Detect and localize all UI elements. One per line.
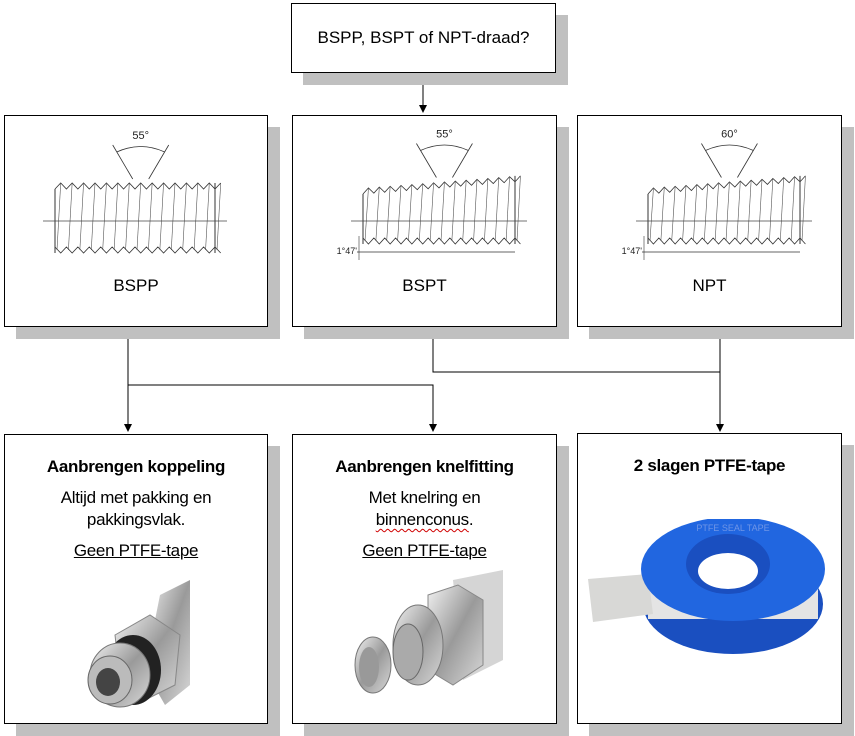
angle-leg [452,143,473,178]
thread-flank [386,186,391,242]
thread-flank [660,187,665,242]
angle-leg [416,143,437,178]
angle-arc [705,144,754,151]
tape-brand-text: PTFE SEAL TAPE [696,523,769,533]
coupling-photo [87,580,190,708]
thread-crest-top [54,182,222,190]
outcome-box-ptfe-tape: 2 slagen PTFE-tape PTFE SEAL TAPE [577,433,842,724]
thread-flank [148,182,153,251]
outcome-note: Geen PTFE-tape [73,541,199,560]
thread-flank [375,187,380,242]
connector-bspp [127,326,437,432]
thread-flank [494,177,500,242]
thread-flank [725,181,730,242]
ptfe-tape-roll-photo: PTFE SEAL TAPE [588,519,825,654]
angle-label: 55° [132,130,149,142]
thread-flank [440,181,445,242]
thread-crest-top [647,175,806,195]
outcome-text: Met knelring en [368,488,481,507]
thread-flank [397,185,402,242]
thread-flank [418,183,424,242]
thread-flank [408,184,413,242]
thread-flank [216,182,222,251]
thread-flank [182,182,187,251]
bspp-thread-drawing: 55° [43,130,227,254]
thread-box-npt: 60° 1°47' NPT [577,115,842,327]
outcome-title: Aanbrengen koppeling [46,457,226,476]
thread-flank [113,182,119,251]
thread-label: BSPT [402,276,447,295]
outcome-title: 2 slagen PTFE-tape [633,456,786,475]
thread-flank [170,182,176,251]
thread-box-bspp: 55° BSPP [4,115,268,327]
outcome-text: Altijd met pakking en [60,488,212,507]
thread-crest-bottom [54,246,222,254]
thread-flank [779,177,785,242]
angle-leg [148,144,170,180]
thread-flank [205,182,210,251]
thread-flank [693,184,698,242]
thread-flank [473,179,478,242]
thread-flank [747,180,752,242]
thread-crest-bottom [362,237,521,245]
angle-leg [701,143,722,178]
angle-arc [420,144,469,151]
angle-leg [737,143,758,178]
thread-flank [703,183,709,242]
thread-flank [193,182,199,251]
thread-box-bspt: 55° 1°47' BSPT [292,115,557,327]
thread-flank [790,176,795,242]
thread-flank [68,182,73,251]
outcome-description: Altijd met pakking en pakkingsvlak. [5,487,267,531]
outcome-description: Met knelring en binnenconus. [293,487,556,531]
thread-label: NPT [692,276,727,295]
thread-flank [505,176,510,242]
punctuation: . [468,510,474,529]
angle-arc [116,146,165,153]
thread-flank [462,180,467,242]
question-box: BSPP, BSPT of NPT-draad? [291,3,556,73]
thread-flank [102,182,107,251]
thread-flank [769,178,774,242]
outcome-text: pakkingsvlak. [86,510,186,529]
thread-flank [516,175,521,242]
compression-fitting-photo [354,570,503,694]
thread-flank [736,181,741,242]
angle-leg [112,144,134,180]
thread-flank [364,187,369,242]
thread-flank [125,182,130,251]
thread-flank [429,182,434,242]
thread-crest-bottom [647,237,806,245]
thread-label: BSPP [113,276,159,295]
thread-flank [159,182,164,251]
npt-thread-drawing: 60° 1°47' [622,128,812,260]
thread-flank [79,182,84,251]
thread-flank [90,182,96,251]
bspt-thread-drawing: 55° 1°47' [337,128,527,260]
outcome-note: Geen PTFE-tape [362,541,487,560]
taper-label: 1°47' [337,246,358,256]
thread-flank [56,182,62,251]
thread-flank [758,179,763,242]
thread-flank [714,182,719,242]
question-text: BSPP, BSPT of NPT-draad? [317,28,530,47]
outcome-box-koppeling: Aanbrengen koppeling Altijd met pakking … [4,434,268,724]
thread-flank [484,178,489,242]
thread-crest-top [362,175,521,195]
outcome-text-misspelled: binnenconus [375,510,469,529]
outcome-title: Aanbrengen knelfitting [335,457,514,476]
taper-label: 1°47' [622,246,643,256]
connector-bspt-npt [432,326,720,373]
outcome-box-knelfitting: Aanbrengen knelfitting Met knelring en bi… [292,434,557,724]
thread-flank [451,181,456,242]
thread-flank [136,182,142,251]
thread-flank [671,186,676,242]
angle-label: 60° [721,128,738,140]
thread-flank [682,185,687,242]
angle-label: 55° [436,128,453,140]
thread-flank [801,175,806,242]
thread-flank [649,187,654,242]
